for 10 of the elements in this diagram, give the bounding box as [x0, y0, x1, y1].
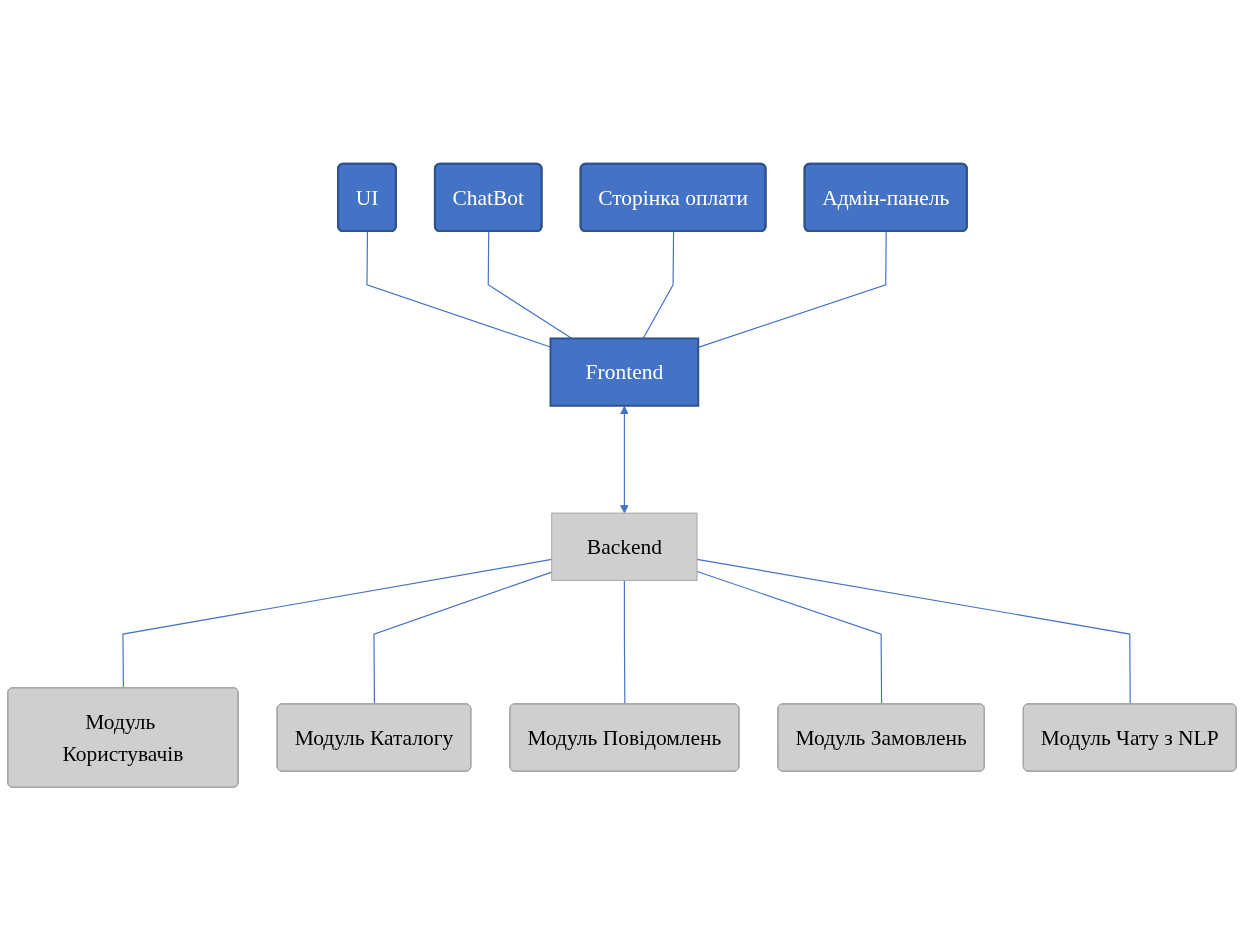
connector — [373, 571, 553, 705]
connector — [487, 231, 573, 339]
connector — [623, 579, 626, 705]
connector — [642, 231, 675, 339]
connector — [122, 558, 553, 689]
connector — [696, 570, 883, 705]
node-box: Frontend — [549, 337, 700, 407]
node-box: Backend — [551, 512, 698, 581]
connector — [696, 558, 1131, 705]
arrow — [620, 405, 629, 514]
